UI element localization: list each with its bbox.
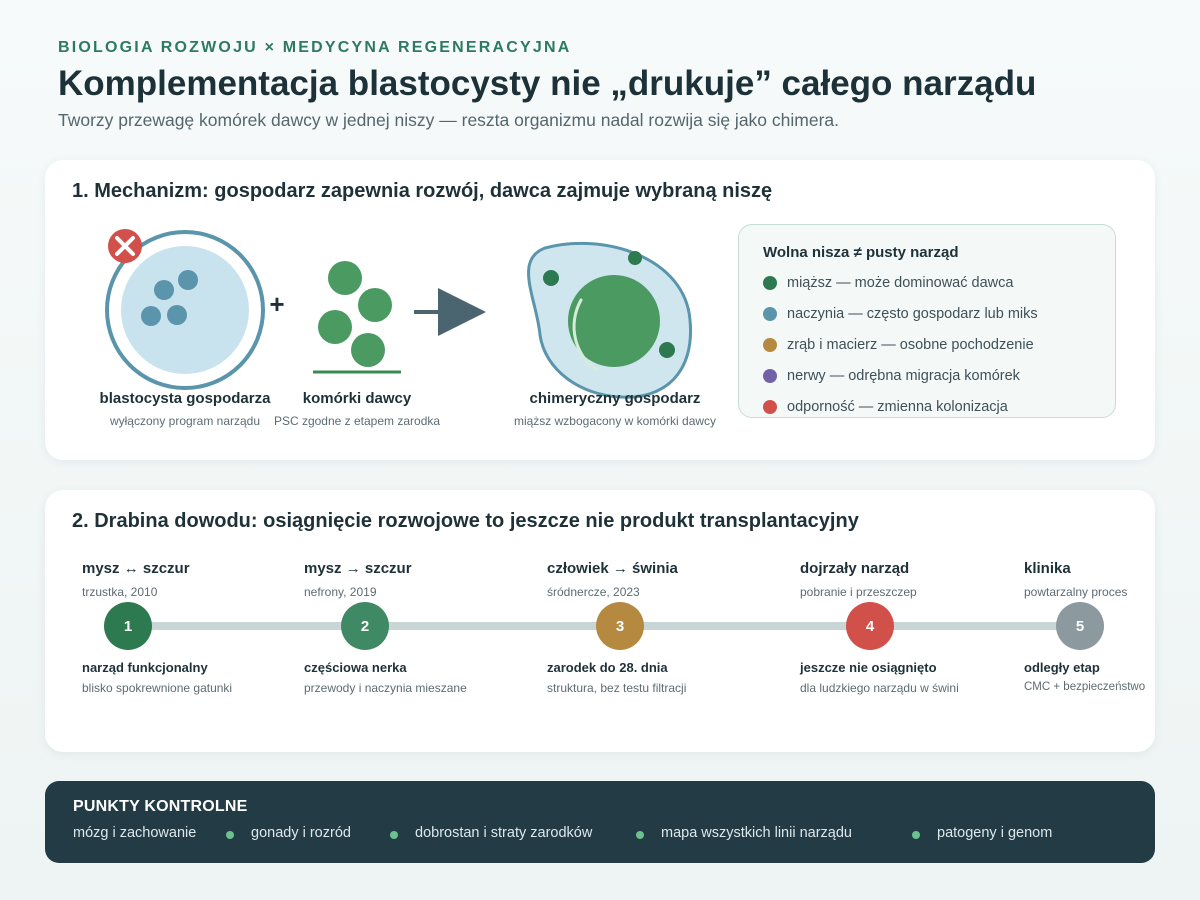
- step-note: dla ludzkiego narządu w świni: [800, 681, 959, 695]
- step-heading: mysz ↔ szczur: [82, 560, 190, 577]
- checkpoint-item: gonady i rozród: [251, 825, 351, 841]
- step-meta: pobranie i przeszczep: [800, 585, 917, 599]
- step-heading: dojrzały narząd: [800, 560, 910, 577]
- step-note: struktura, bez testu filtracji: [547, 681, 687, 695]
- step-outcome: częściowa nerka: [304, 660, 407, 675]
- step-node: 1: [104, 602, 152, 650]
- page-subtitle: Tworzy przewagę komórek dawcy w jednej n…: [58, 110, 840, 130]
- mechanism-diagram: +: [105, 229, 693, 399]
- page-title: Komplementacja blastocysty nie „drukuje”…: [58, 64, 1037, 103]
- step-outcome: odległy etap: [1024, 660, 1100, 675]
- step-outcome: jeszcze nie osiągnięto: [800, 660, 937, 675]
- arrow-right-icon: [414, 288, 486, 336]
- plus-sign: +: [269, 289, 284, 319]
- blocked-x-icon: [108, 229, 142, 263]
- legend-dot-icon: [763, 276, 777, 290]
- bullet-dot-icon: [912, 831, 920, 839]
- step-note: blisko spokrewnione gatunki: [82, 681, 233, 695]
- legend-item: nerwy — odrębna migracja komórek: [763, 366, 1020, 386]
- step-note: CMC + bezpieczeństwo: [1024, 681, 1146, 693]
- step-node: 3: [596, 602, 644, 650]
- legend-dot-icon: [763, 369, 777, 383]
- legend-title: Wolna nisza ≠ pusty narząd: [763, 244, 959, 261]
- legend-text: nerwy — odrębna migracja komórek: [787, 368, 1020, 384]
- legend-text: odporność — zmienna kolonizacja: [787, 399, 1008, 415]
- step-meta: trzustka, 2010: [82, 585, 158, 599]
- step-note: przewody i naczynia mieszane: [304, 681, 467, 695]
- step-meta: nefrony, 2019: [304, 585, 377, 599]
- stage-sub-donor: PSC zgodne z etapem zarodka: [273, 414, 441, 428]
- page-kicker: BIOLOGIA ROZWOJU × MEDYCYNA REGENERACYJN…: [58, 39, 572, 56]
- checkpoint-item: mózg i zachowanie: [73, 825, 197, 841]
- stage-sub-chimera: miąższ wzbogacony w komórki dawcy: [513, 414, 717, 428]
- step-node: 4: [846, 602, 894, 650]
- step-node: 5: [1056, 602, 1104, 650]
- legend-dot-icon: [763, 307, 777, 321]
- legend-text: zrąb i macierz — osobne pochodzenie: [787, 337, 1034, 353]
- step-outcome: narząd funkcjonalny: [82, 660, 208, 675]
- step-node: 2: [341, 602, 389, 650]
- legend-dot-icon: [763, 400, 777, 414]
- evidence-ladder-card: 2. Drabina dowodu: osiągnięcie rozwojowe…: [45, 490, 1155, 752]
- mechanism-title: 1. Mechanizm: gospodarz zapewnia rozwój,…: [72, 180, 773, 202]
- legend-text: miąższ — może dominować dawca: [787, 275, 1014, 291]
- step-heading: człowiek → świnia: [547, 560, 678, 577]
- legend-text: naczynia — często gospodarz lub miks: [787, 306, 1038, 322]
- checkpoints-title: PUNKTY KONTROLNE: [73, 798, 248, 815]
- checkpoints-footer: PUNKTY KONTROLNE mózg i zachowanie gonad…: [45, 781, 1155, 863]
- bullet-dot-icon: [226, 831, 234, 839]
- step-heading: mysz → szczur: [304, 560, 412, 577]
- bullet-dot-icon: [636, 831, 644, 839]
- bullet-dot-icon: [390, 831, 398, 839]
- checkpoint-item: dobrostan i straty zarodków: [415, 825, 593, 841]
- legend-item: naczynia — często gospodarz lub miks: [763, 304, 1038, 324]
- step-outcome: zarodek do 28. dnia: [547, 660, 668, 675]
- stage-label-chimera: chimeryczny gospodarz: [529, 390, 701, 407]
- legend-item: miąższ — może dominować dawca: [763, 273, 1013, 293]
- legend-dot-icon: [763, 338, 777, 352]
- step-heading: klinika: [1024, 560, 1071, 577]
- stage-label-donor: komórki dawcy: [302, 390, 412, 407]
- mechanism-card: 1. Mechanizm: gospodarz zapewnia rozwój,…: [45, 160, 1155, 460]
- checkpoint-item: mapa wszystkich linii narządu: [661, 825, 852, 841]
- stage-sub-host: wyłączony program narządu: [109, 414, 261, 428]
- ladder-title: 2. Drabina dowodu: osiągnięcie rozwojowe…: [72, 510, 859, 532]
- donor-cells-icon: [313, 261, 401, 374]
- stage-label-host: blastocysta gospodarza: [99, 390, 271, 407]
- step-meta: śródnercze, 2023: [547, 585, 640, 599]
- blastocyst-icon: [105, 230, 265, 390]
- checkpoint-item: patogeny i genom: [937, 825, 1053, 841]
- legend-item: zrąb i macierz — osobne pochodzenie: [763, 335, 1034, 355]
- step-meta: powtarzalny proces: [1024, 585, 1128, 599]
- niche-legend: Wolna nisza ≠ pusty narząd miąższ — może…: [738, 224, 1116, 418]
- legend-item: odporność — zmienna kolonizacja: [763, 397, 1008, 417]
- chimera-icon: [527, 241, 693, 399]
